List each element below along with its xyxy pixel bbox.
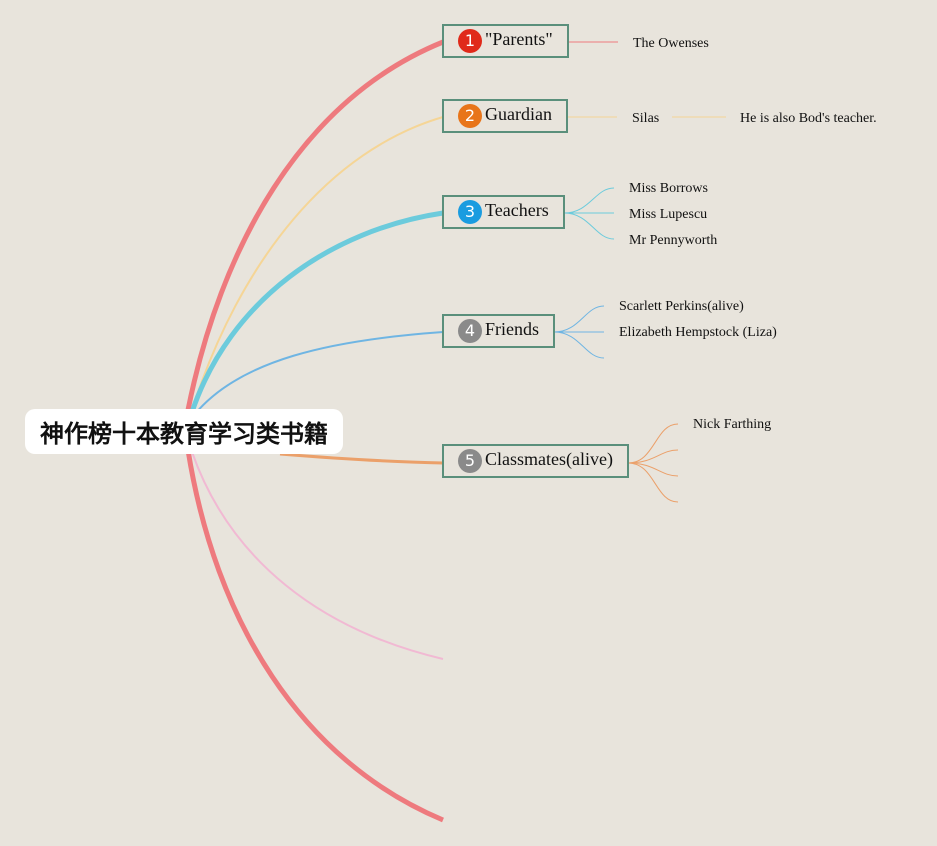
leaf-silas[interactable]: Silas xyxy=(632,111,660,126)
branch-line-friends xyxy=(194,331,444,415)
leaf-scarlett-perkins[interactable]: Scarlett Perkins(alive) xyxy=(619,299,744,314)
branch-line-parents xyxy=(185,39,444,411)
topic-label-guardian: Guardian xyxy=(485,104,552,124)
leaf-mr-pennyworth[interactable]: Mr Pennyworth xyxy=(629,233,718,248)
topic-guardian[interactable]: 2 Guardian xyxy=(442,99,568,133)
connector-teachers xyxy=(563,187,615,240)
branch-line-teachers xyxy=(189,210,444,413)
topic-classmates[interactable]: 5 Classmates(alive) xyxy=(442,444,629,478)
number-badge-4: 4 xyxy=(458,319,482,343)
leaf-miss-borrows[interactable]: Miss Borrows xyxy=(629,181,708,196)
topic-parents[interactable]: 1 "Parents" xyxy=(442,24,569,58)
number-badge-1: 1 xyxy=(458,29,482,53)
branch-line-extra xyxy=(191,451,444,660)
branch-line-bottom xyxy=(185,449,444,823)
topic-label-parents: "Parents" xyxy=(485,29,553,49)
topic-label-teachers: Teachers xyxy=(485,200,549,220)
number-badge-5: 5 xyxy=(458,449,482,473)
leaf-the-owenses[interactable]: The Owenses xyxy=(633,36,709,51)
root-topic[interactable]: 神作榜十本教育学习类书籍 xyxy=(25,409,343,454)
branch-line-guardian xyxy=(191,116,444,411)
branch-line-classmates xyxy=(279,452,444,465)
leaf-silas-note[interactable]: He is also Bod's teacher. xyxy=(740,111,877,126)
leaf-elizabeth-hempstock[interactable]: Elizabeth Hempstock (Liza) xyxy=(619,325,777,340)
topic-teachers[interactable]: 3 Teachers xyxy=(442,195,565,229)
root-title: 神作榜十本教育学习类书籍 xyxy=(40,420,328,448)
topic-label-friends: Friends xyxy=(485,319,539,339)
number-badge-2: 2 xyxy=(458,104,482,128)
connector-classmates xyxy=(627,423,679,503)
number-badge-3: 3 xyxy=(458,200,482,224)
leaf-miss-lupescu[interactable]: Miss Lupescu xyxy=(629,207,708,222)
connector-friends xyxy=(553,305,605,359)
topic-label-classmates: Classmates(alive) xyxy=(485,449,613,469)
leaf-nick-farthing[interactable]: Nick Farthing xyxy=(693,417,772,432)
topic-friends[interactable]: 4 Friends xyxy=(442,314,555,348)
